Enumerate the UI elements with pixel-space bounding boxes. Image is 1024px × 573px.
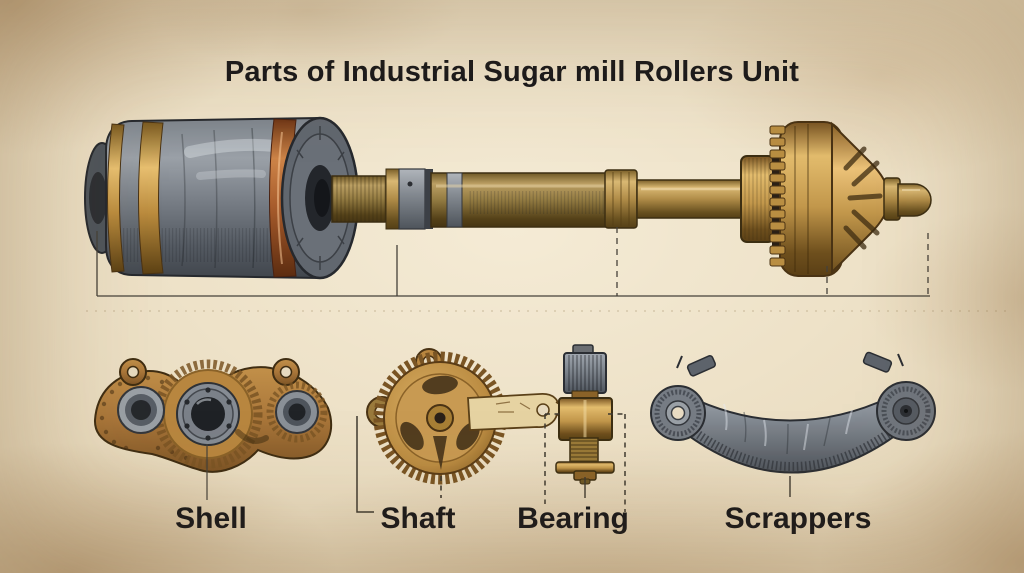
part-label-shell: Shell [175,502,247,535]
mill-shaft-illustration [331,150,782,248]
shaft-gear-illustration [356,348,568,513]
dimension-lines [86,227,1012,312]
shell-illustration [93,358,333,500]
roller-drum-illustration [84,116,360,280]
part-label-shaft: Shaft [380,502,456,535]
diagram-title: Parts of Industrial Sugar mill Rollers U… [224,56,800,88]
part-label-bearing: Bearing [517,502,629,535]
part-label-scrappers: Scrappers [724,502,872,535]
roller-assembly-illustration [84,116,1012,312]
bearing-bolt-illustration [544,344,626,512]
pinion-gear-illustration [769,121,932,277]
scrapper-illustration [650,351,936,497]
